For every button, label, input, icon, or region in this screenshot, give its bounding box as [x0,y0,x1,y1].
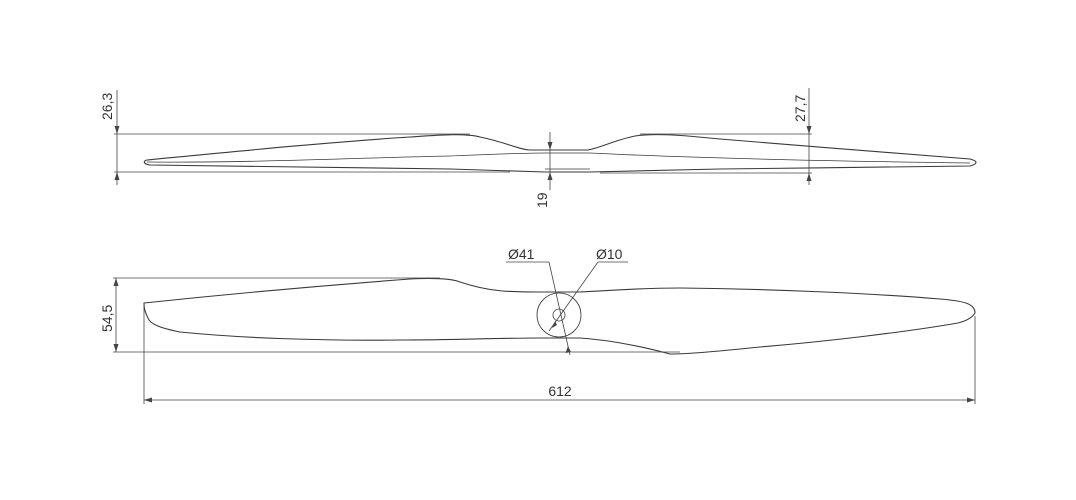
dim-19-arrow-top [547,142,553,150]
side-view-chord-line [146,152,971,164]
dim-54-5-label: 54,5 [99,305,115,332]
top-view-outline [143,277,976,355]
dim-54-5-arrow-top [113,278,119,286]
top-view: Ø41 Ø10 54,5 612 [99,246,976,404]
dim-26-3-arrow-top [114,126,120,134]
side-view: 26,3 27,7 19 [99,88,977,208]
dim-10-leader [548,261,599,332]
dim-27-7-label: 27,7 [792,95,808,122]
dim-10-arrow [552,321,557,328]
dim-41-leader [548,261,571,356]
dim-612-label: 612 [548,383,572,399]
dim-26-3-label: 26,3 [99,93,115,120]
dim-27-7-arrow-top [806,126,812,134]
dim-27-7-arrow-bottom [806,173,812,181]
dim-19-label: 19 [534,192,550,208]
dim-19-arrow-bottom [547,172,553,180]
side-view-outline [143,134,977,173]
hub-outer-circle [536,292,582,338]
dim-612-arrow-left [144,397,152,403]
hub-bore-circle [552,308,566,322]
dim-10-label: Ø10 [596,246,623,262]
dim-612-arrow-right [967,397,975,403]
dim-26-3-arrow-bottom [114,172,120,180]
dim-41-arrow [565,346,571,353]
dim-41-label: Ø41 [508,246,535,262]
dim-54-5-arrow-bottom [113,344,119,352]
